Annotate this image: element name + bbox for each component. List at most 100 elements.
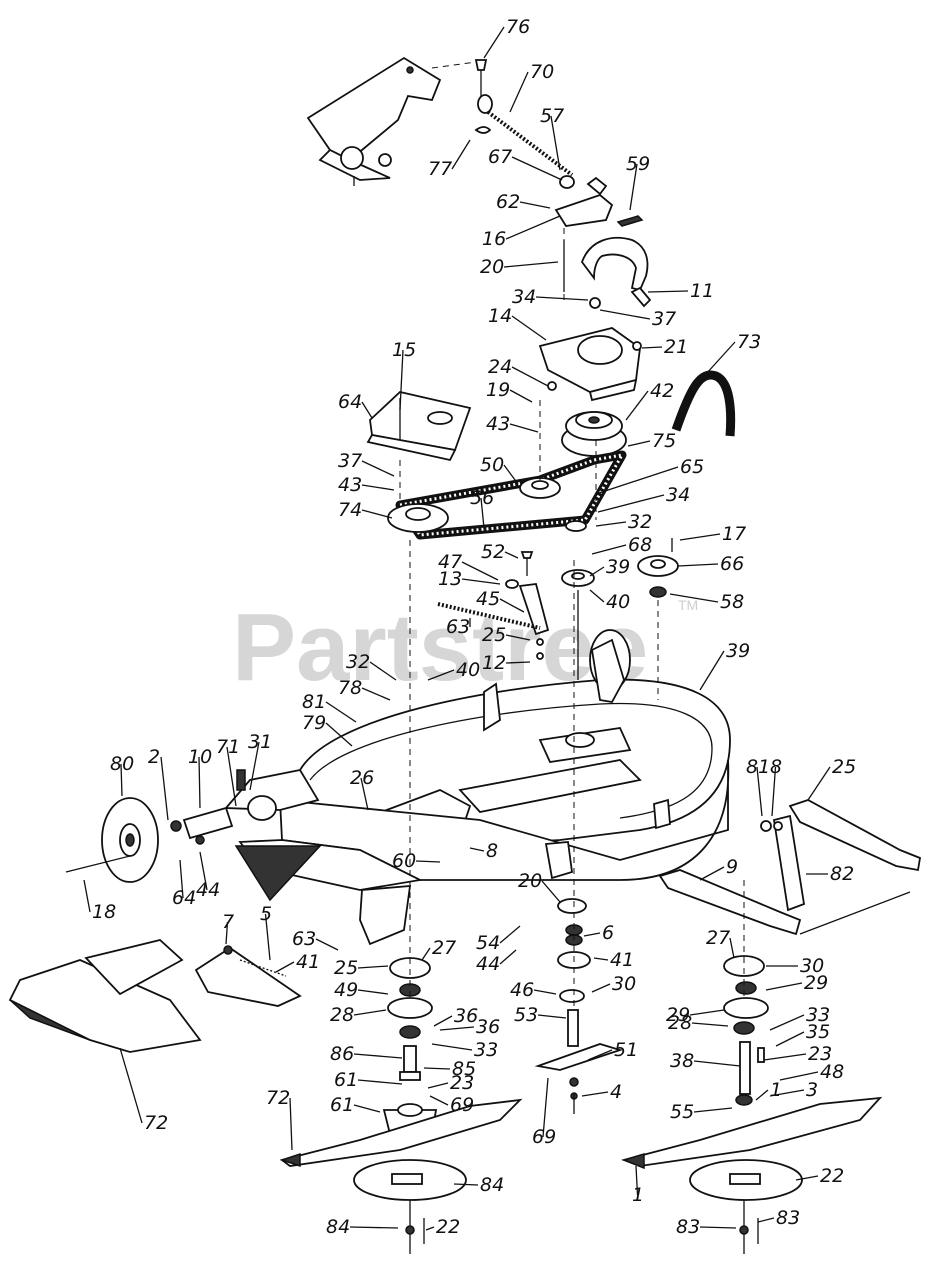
leader-line-54 (499, 925, 521, 944)
idler-arm-assembly (437, 551, 595, 680)
callout-label-64: 64 (338, 391, 362, 413)
leader-line-30 (591, 983, 611, 993)
callout-label-40: 40 (606, 591, 630, 613)
callout-label-33: 33 (474, 1039, 498, 1061)
callout-label-27: 27 (706, 927, 730, 949)
leader-line-11 (647, 290, 689, 293)
left-spindle-stack (279, 957, 523, 1254)
callout-label-64: 64 (172, 887, 196, 909)
callout-label-39: 39 (606, 556, 630, 578)
callout-label-48: 48 (820, 1061, 844, 1083)
callout-label-33: 33 (806, 1004, 830, 1026)
leader-line-32 (595, 521, 627, 527)
callout-label-23: 23 (450, 1072, 474, 1094)
leader-line-46 (533, 989, 557, 995)
leader-line-45 (499, 598, 525, 613)
leader-line-5 (264, 913, 271, 961)
leader-line-33 (769, 1014, 805, 1031)
callout-label-37: 37 (338, 450, 362, 472)
leader-line-19 (509, 389, 533, 403)
leader-line-18 (83, 879, 91, 913)
leader-line-7 (225, 921, 229, 945)
callout-label-60: 60 (392, 850, 416, 872)
leader-line-8 (771, 766, 777, 817)
callout-label-22: 22 (820, 1165, 844, 1187)
leader-line-12 (505, 661, 531, 664)
leader-line-53 (537, 1014, 567, 1019)
callout-label-8: 8 (770, 756, 782, 778)
leader-line-2 (160, 756, 169, 821)
callout-label-79: 79 (302, 712, 326, 734)
callout-label-11: 11 (690, 280, 714, 302)
callout-label-27: 27 (432, 937, 456, 959)
callout-label-81: 81 (302, 691, 326, 713)
callout-label-32: 32 (628, 511, 652, 533)
front-baffle (234, 845, 322, 902)
callout-label-43: 43 (338, 474, 362, 496)
trademark-text: TM (678, 597, 698, 613)
leader-line-41 (593, 957, 609, 961)
callout-label-43: 43 (486, 413, 510, 435)
leader-line-86 (353, 1053, 403, 1059)
leader-line-1 (755, 1089, 769, 1101)
leader-line-81 (756, 766, 763, 817)
callout-label-71: 71 (216, 736, 240, 758)
leader-line-74 (361, 509, 393, 519)
callout-label-52: 52 (481, 541, 505, 563)
leader-line-84 (453, 1183, 479, 1186)
callout-label-26: 26 (350, 767, 374, 789)
callout-label-10: 10 (188, 746, 212, 768)
callout-label-20: 20 (518, 870, 542, 892)
callout-label-81: 81 (746, 756, 770, 778)
leader-line-32 (369, 661, 397, 681)
callout-label-69: 69 (450, 1094, 474, 1116)
callout-label-12: 12 (482, 652, 506, 674)
leader-line-13 (461, 578, 501, 585)
callout-label-9: 9 (726, 856, 738, 878)
callout-label-41: 41 (296, 951, 320, 973)
leader-line-37 (599, 309, 651, 320)
leader-line-36 (439, 1026, 475, 1031)
callout-label-49: 49 (334, 979, 358, 1001)
callout-label-17: 17 (722, 523, 746, 545)
leader-line-68 (591, 544, 627, 555)
callout-label-68: 68 (628, 534, 652, 556)
lift-arm (224, 768, 320, 821)
leader-line-69 (429, 1095, 449, 1106)
leader-line-14 (511, 315, 547, 341)
callout-label-78: 78 (338, 677, 362, 699)
callout-label-25: 25 (832, 756, 856, 778)
leader-line-8 (469, 847, 485, 852)
callout-label-84: 84 (326, 1216, 350, 1238)
leader-line-76 (483, 26, 505, 59)
callout-label-82: 82 (830, 863, 854, 885)
leader-line-72 (289, 1097, 293, 1151)
lever-assembly (554, 175, 652, 308)
leader-line-17 (679, 533, 721, 541)
callout-label-19: 19 (486, 379, 510, 401)
callout-label-53: 53 (514, 1004, 538, 1026)
deck-lift-bracket (306, 56, 442, 186)
callout-label-4: 4 (610, 1081, 622, 1103)
callout-label-28: 28 (668, 1012, 692, 1034)
callout-label-70: 70 (530, 61, 554, 83)
drive-belt (671, 370, 736, 437)
leader-line-83 (699, 1226, 737, 1229)
leader-line-70 (509, 71, 529, 113)
callout-label-14: 14 (488, 305, 512, 327)
leader-line-81 (325, 701, 357, 723)
leader-line-36 (433, 1015, 453, 1027)
leader-line-47 (461, 561, 499, 581)
callout-label-57: 57 (540, 105, 564, 127)
leader-line-56 (480, 497, 485, 529)
callout-label-61: 61 (330, 1094, 354, 1116)
callout-label-66: 66 (720, 553, 744, 575)
leader-line-25 (357, 965, 389, 969)
leader-line-15 (399, 349, 404, 411)
callout-label-30: 30 (800, 955, 824, 977)
leader-line-34 (535, 296, 589, 301)
callout-label-34: 34 (666, 484, 690, 506)
callout-label-58: 58 (720, 591, 744, 613)
